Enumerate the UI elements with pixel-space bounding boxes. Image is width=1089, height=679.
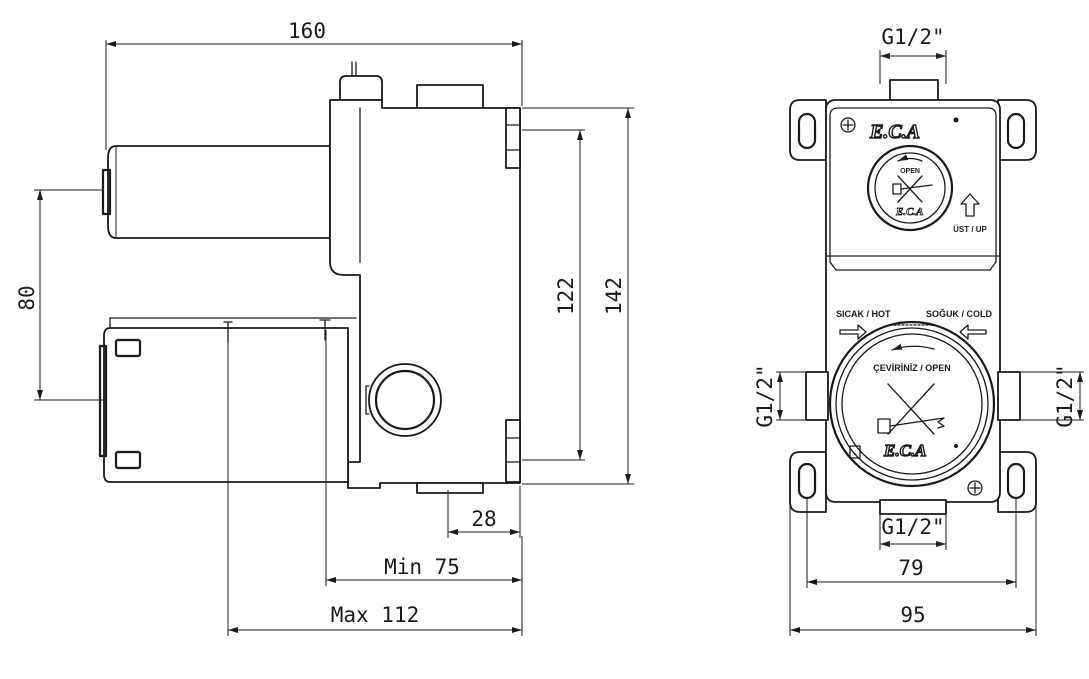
lower-valve	[828, 320, 996, 488]
side-outlet-knob	[368, 363, 442, 437]
brand-logo-top: E.C.A	[869, 121, 920, 143]
side-handle	[107, 145, 331, 239]
side-right-fitting-bottom	[505, 419, 521, 483]
orientation-label: ÜST / UP	[953, 225, 987, 234]
turn-label: ÇEVİRİNİZ / OPEN	[873, 363, 951, 373]
dim-right-g12: G1/2"	[1053, 364, 1077, 427]
front-view: E.C.A OPEN E.C.A ÜST / UP SICAK / HOT SO…	[753, 25, 1084, 636]
front-ear-bottom-left	[789, 451, 827, 513]
cold-label: SOĞUK / COLD	[926, 308, 993, 319]
dim-left-g12: G1/2"	[753, 364, 777, 427]
front-right-stub	[997, 371, 1021, 421]
brand-logo-upper-valve: E.C.A	[895, 206, 924, 218]
dim-160: 160	[288, 19, 326, 43]
front-ear-top-right	[997, 99, 1037, 161]
side-top-port	[416, 84, 484, 110]
cold-arrow-icon	[959, 324, 987, 340]
screw-icon-bottom	[967, 480, 983, 496]
dim-bottom-g12: G1/2"	[881, 515, 944, 539]
cross-icon	[897, 175, 923, 203]
dim-80: 80	[15, 285, 39, 310]
brand-logo-lower-valve: E.C.A	[883, 441, 927, 460]
hot-label: SICAK / HOT	[836, 309, 891, 319]
front-ear-bottom-right	[997, 451, 1037, 513]
front-bottom-stub	[879, 499, 947, 515]
side-bottom-outlet	[416, 482, 484, 494]
hot-arrow-icon	[839, 324, 867, 340]
front-ear-top-left	[789, 99, 827, 161]
side-mounting-plate	[103, 327, 349, 483]
dim-max-112: Max 112	[331, 603, 420, 627]
side-view: 160 80 122 142 28 Min 75 Max 112	[15, 19, 634, 636]
dim-142: 142	[602, 277, 626, 315]
up-arrow-icon	[960, 193, 980, 217]
upper-valve	[866, 144, 954, 232]
dim-122: 122	[554, 277, 578, 315]
dim-min-75: Min 75	[384, 555, 460, 579]
dim-top-g12: G1/2"	[881, 25, 944, 49]
upper-open-label: OPEN	[900, 168, 920, 175]
dim-28: 28	[471, 507, 496, 531]
side-top-cap	[339, 75, 383, 101]
screw-icon	[840, 117, 856, 133]
dim-95: 95	[900, 603, 925, 627]
side-right-fitting-top	[505, 107, 521, 169]
dim-79: 79	[898, 556, 923, 580]
front-left-stub	[805, 371, 829, 421]
